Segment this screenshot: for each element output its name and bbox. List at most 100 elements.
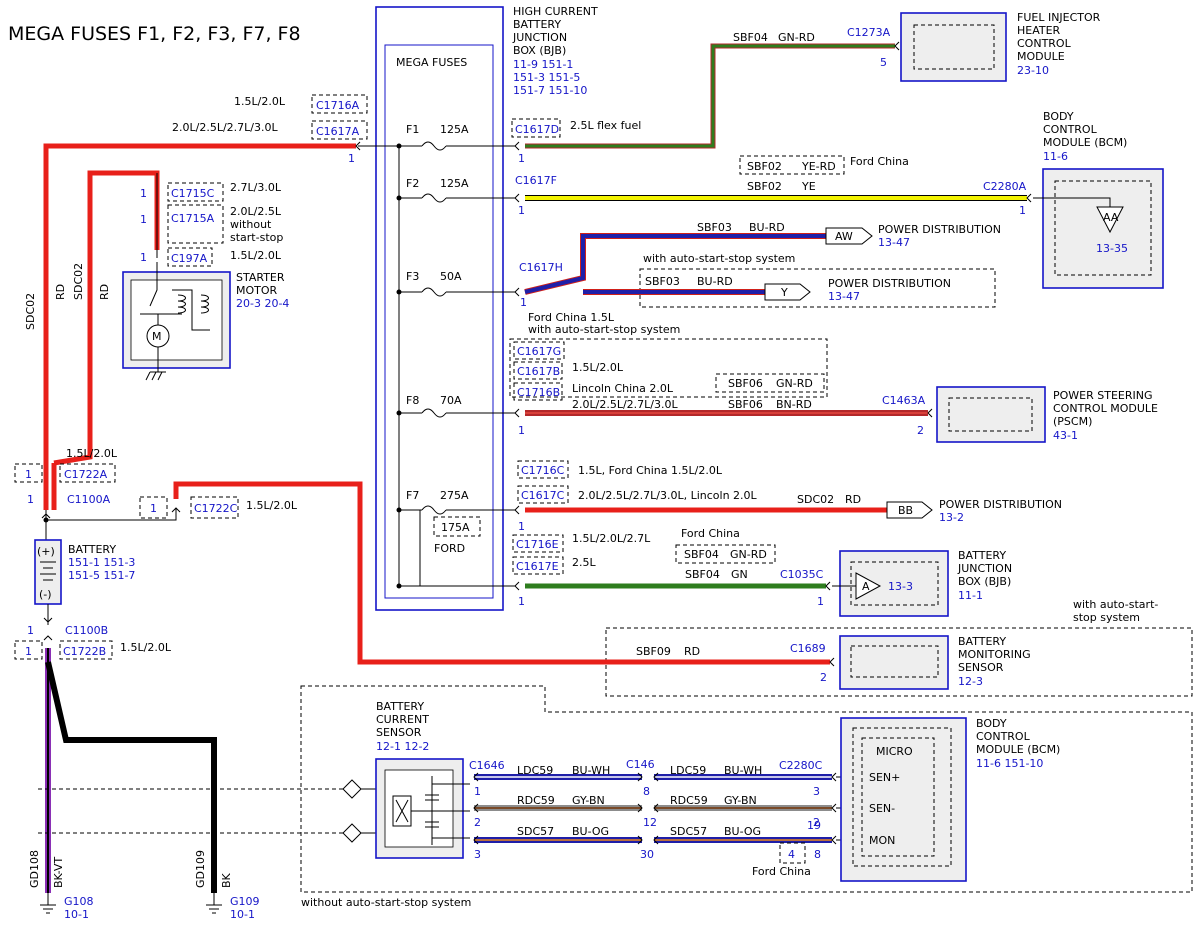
c1617h-pin: 1 (520, 296, 527, 309)
svg-text:11-6 151-10: 11-6 151-10 (976, 757, 1043, 770)
starter-motor-icon: M (130, 262, 223, 381)
aw-terminal-icon (825, 227, 873, 245)
svg-text:CURRENT: CURRENT (376, 713, 429, 726)
c1715a-label: C1715A (171, 212, 215, 225)
svg-text:F7: F7 (406, 489, 419, 502)
wire-sbf09-rd (173, 481, 835, 667)
gy-bn-label-a: GY-BN (572, 794, 605, 807)
a-terminal-icon (855, 572, 882, 600)
svg-text:19: 19 (807, 819, 821, 832)
svg-text:G108: G108 (64, 895, 94, 908)
svg-text:SDC02: SDC02 (72, 263, 85, 300)
bms-circuit: SBF09 (636, 645, 671, 658)
svg-text:C1100B: C1100B (65, 624, 108, 637)
bb-terminal-icon (886, 501, 933, 519)
svg-text:F3: F3 (406, 270, 419, 283)
fuel-injector-module (900, 12, 1007, 82)
svg-text:125A: 125A (440, 123, 469, 136)
gy-bn-label-b: GY-BN (724, 794, 757, 807)
c1463a-label: C1463A (882, 394, 926, 407)
svg-text:11-6: 11-6 (1043, 150, 1068, 163)
svg-text:12-1 12-2: 12-1 12-2 (376, 740, 429, 753)
svg-text:C1722C: C1722C (194, 502, 238, 515)
fuse-f8: F8 70A (396, 394, 515, 418)
bcm-top-label: BODY CONTROL MODULE (BCM) 11-6 (1043, 110, 1127, 163)
svg-text:GD109: GD109 (194, 850, 207, 888)
f2-color: YE (801, 180, 816, 193)
c1715c-label: C1715C (171, 187, 215, 200)
battery-icon: (+) (-) (37, 545, 56, 601)
svg-text:2: 2 (474, 816, 481, 829)
svg-text:1.5L/2.0L: 1.5L/2.0L (246, 499, 298, 512)
f7-circuit: SDC02 (797, 493, 834, 506)
svg-text:FUEL INJECTOR: FUEL INJECTOR (1017, 11, 1101, 24)
fuse-f7: F7 275A (396, 489, 515, 586)
wire-sbf02-ye (514, 193, 1032, 203)
c1273a-pin: 5 (880, 56, 887, 69)
bms-module (839, 635, 949, 690)
pscm-module (936, 386, 1046, 443)
svg-text:C1722B: C1722B (63, 645, 106, 658)
svg-text:1: 1 (150, 502, 157, 515)
f3-alt-header: with auto-start-stop system (643, 252, 795, 265)
svg-text:8: 8 (643, 785, 650, 798)
f8-variant-b: Lincoln China 2.0L (572, 382, 674, 395)
svg-text:SENSOR: SENSOR (376, 726, 422, 739)
svg-text:3: 3 (813, 785, 820, 798)
f8-alt-circuit: SBF06 (728, 377, 763, 390)
svg-text:RD: RD (54, 284, 67, 300)
svg-text:175A: 175A (441, 521, 470, 534)
svg-text:1.5L/2.0L: 1.5L/2.0L (120, 641, 172, 654)
bms-note-b: stop system (1073, 611, 1140, 624)
bjb-outer-box (375, 6, 504, 611)
f8-circuit: SBF06 (728, 398, 763, 411)
svg-text:1: 1 (25, 645, 32, 658)
bb-terminal-label: BB (898, 504, 913, 517)
svg-text:F8: F8 (406, 394, 419, 407)
svg-text:50A: 50A (440, 270, 462, 283)
a-terminal-label: A (862, 580, 870, 593)
c1617a-label: C1617A (316, 125, 360, 138)
svg-text:151-7 151-10: 151-7 151-10 (513, 84, 587, 97)
f8-variant-c: 2.0L/2.5L/2.7L/3.0L (572, 398, 678, 411)
ldc59-label-b: LDC59 (670, 764, 706, 777)
f7-color: RD (845, 493, 861, 506)
wire-sbf04-gn-rd (514, 41, 900, 151)
c1646-label: C1646 (469, 759, 505, 772)
battery-positive-connectors: 1.5L/2.0L 1 C1722A 1 C1100A (14, 447, 118, 540)
svg-text:BODY: BODY (976, 717, 1007, 730)
f3-alt-destination: POWER DISTRIBUTION (828, 277, 951, 290)
c1716c-label: C1716C (521, 464, 565, 477)
c1463a-pin: 2 (917, 424, 924, 437)
f8-alt-box (509, 338, 828, 398)
svg-text:11-1: 11-1 (958, 589, 983, 602)
svg-text:FORD: FORD (434, 542, 465, 555)
svg-text:4: 4 (788, 848, 795, 861)
svg-text:CONTROL MODULE: CONTROL MODULE (1053, 402, 1158, 415)
wire-sbf04-gn (514, 581, 831, 591)
c197a-label: C197A (171, 252, 208, 265)
f3-destination-ref: 13-47 (878, 236, 910, 249)
svg-text:BATTERY: BATTERY (68, 543, 116, 556)
c146-label: C146 (626, 758, 655, 771)
c1716b-label: C1716B (517, 386, 560, 399)
wire-f1-feed (43, 141, 361, 510)
bcm-top-module (1042, 168, 1164, 289)
svg-text:23-10: 23-10 (1017, 64, 1049, 77)
sensor-splice-icons (342, 779, 378, 843)
c1617a-box (311, 120, 368, 140)
mega-fuses-label: MEGA FUSES (396, 56, 467, 69)
bcs-label: BATTERY CURRENT SENSOR 12-1 12-2 (376, 700, 429, 753)
c1617b-label: C1617B (517, 365, 560, 378)
svg-text:BK: BK (220, 872, 233, 888)
svg-text:8: 8 (814, 848, 821, 861)
c1617d-label: C1617D (515, 123, 559, 136)
svg-text:JUNCTION: JUNCTION (957, 562, 1012, 575)
f7-pin: 1 (518, 520, 525, 533)
battery-positive-alt: 1 C1722C 1.5L/2.0L (43, 496, 298, 523)
starter-variant-a: 2.7L/3.0L (230, 181, 282, 194)
svg-text:Ford China: Ford China (752, 865, 811, 878)
f1-variant-b: 2.0L/2.5L/2.7L/3.0L (172, 121, 278, 134)
